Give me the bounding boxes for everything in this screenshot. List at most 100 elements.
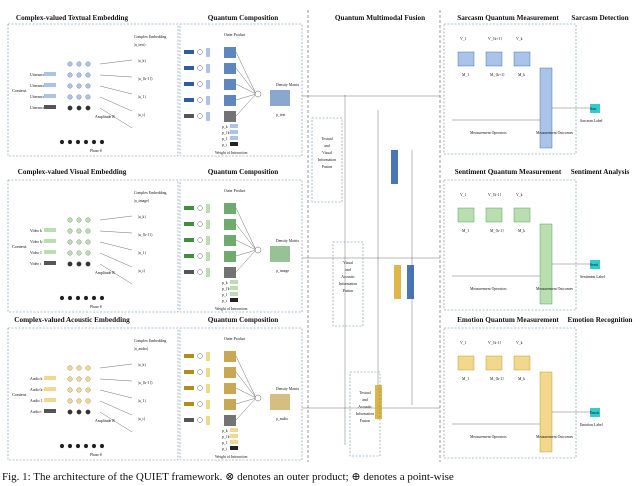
- measurement-op-label: M_{k-1}: [490, 377, 504, 381]
- amplitude-node: [67, 365, 73, 371]
- outcome-vector: [539, 223, 553, 305]
- amplitude-node: [67, 398, 73, 404]
- amplitude-node: [76, 61, 82, 67]
- state-vector: [184, 222, 194, 226]
- connector-line: [235, 93, 257, 101]
- input-label: Utterance k: [30, 73, 48, 77]
- amplitude-node: [85, 239, 91, 245]
- amplitude-label: Amplitude R: [95, 115, 115, 119]
- projector-matrix: [224, 111, 236, 122]
- phase-node: [91, 295, 97, 301]
- state-vector: [206, 204, 210, 213]
- state-vector: [184, 98, 194, 102]
- density-matrix: [270, 90, 290, 106]
- outer-product-op: [197, 253, 203, 259]
- ket-label: |u_1⟩: [138, 399, 146, 403]
- operator-label: V_{k-1}: [488, 193, 502, 197]
- connector-line: [99, 411, 133, 433]
- measurement-matrix: [513, 355, 531, 371]
- connector-line: [235, 223, 257, 251]
- input-label: Audio k-1: [30, 388, 46, 392]
- measurement-matrix: [513, 207, 531, 223]
- state-vector: [206, 48, 210, 57]
- phase-node: [59, 443, 65, 449]
- input-vector: [44, 409, 56, 413]
- phase-node: [99, 139, 105, 145]
- amplitude-node: [67, 239, 73, 245]
- measurement-panel: [443, 327, 577, 459]
- connector-line: [99, 107, 133, 129]
- input-label: Audio 1: [30, 399, 42, 403]
- projector-matrix: [224, 399, 236, 410]
- amplitude-node: [76, 261, 82, 267]
- weight-bar: [230, 124, 238, 128]
- embedding-panel: [7, 327, 179, 461]
- header-fusion: Quantum Multimodal Fusion: [335, 14, 425, 22]
- connector-line: [235, 93, 257, 117]
- weight-of-interaction-label: Weight of Interaction: [215, 455, 247, 459]
- complex-embedding-label: Complex Embedding: [134, 339, 166, 343]
- input-vector: [44, 398, 56, 402]
- measurement-op-label: M_{k+1}: [490, 73, 505, 77]
- composition-panel: [179, 23, 303, 157]
- weight-bar: [230, 434, 238, 438]
- operator-label: V_1: [460, 341, 467, 345]
- phase-node: [91, 139, 97, 145]
- rho-label: ρ_image: [276, 269, 289, 273]
- amplitude-node: [85, 72, 91, 78]
- connector-line: [99, 263, 133, 285]
- measurement-op-label: M_{k-1}: [490, 229, 504, 233]
- connector-line: [235, 355, 257, 399]
- ket-label: |u_t⟩: [138, 269, 146, 273]
- connector-line: [235, 387, 257, 399]
- state-vector: [206, 384, 210, 393]
- label-output-box: [590, 104, 600, 113]
- outer-product-op: [197, 353, 203, 359]
- connector-line: [235, 371, 257, 399]
- weight-bar: [230, 136, 238, 140]
- task-label: Sarcasm Label: [580, 119, 602, 123]
- input-label: Video t: [30, 262, 42, 266]
- outcome-vector: [539, 67, 553, 149]
- amplitude-node: [85, 387, 91, 393]
- connector-line: [99, 241, 133, 251]
- amplitude-node: [67, 217, 73, 223]
- outer-product-label: Outer Product: [224, 189, 246, 193]
- phase-label: Phase θ: [90, 305, 102, 309]
- outer-product-op: [197, 81, 203, 87]
- input-label: Utterance 1: [30, 95, 48, 99]
- measurement-op-label: M_k: [518, 73, 525, 77]
- input-vector: [44, 250, 56, 254]
- operator-label: V_k: [516, 341, 523, 345]
- fusion-box-text: and: [345, 268, 351, 272]
- state-vector: [184, 114, 194, 118]
- weight-label: p_t: [222, 299, 228, 303]
- density-matrix: [270, 246, 290, 262]
- measurement-matrix: [485, 51, 503, 67]
- ket-label: |u_1⟩: [138, 251, 146, 255]
- amplitude-node: [67, 228, 73, 234]
- state-vector: [184, 386, 194, 390]
- input-label: Audio t: [30, 410, 42, 414]
- amplitude-node: [67, 387, 73, 393]
- measurement-op-label: M_1: [462, 377, 469, 381]
- amplitude-node: [76, 228, 82, 234]
- fusion-box-text: Visual: [343, 261, 353, 265]
- connector-line: [99, 230, 133, 234]
- state-vector: [206, 368, 210, 377]
- operator-label: V_k: [516, 193, 523, 197]
- amplitude-node: [85, 261, 91, 267]
- phase-node: [91, 443, 97, 449]
- projector-matrix: [224, 219, 236, 230]
- context-label: Context: [12, 244, 27, 249]
- amplitude-node: [76, 398, 82, 404]
- measurement-matrix: [457, 355, 475, 371]
- embedding-symbol: |u_audio⟩: [134, 347, 149, 351]
- amplitude-node: [76, 376, 82, 382]
- projector-matrix: [224, 251, 236, 262]
- ket-label: |u_t⟩: [138, 417, 146, 421]
- fusion-box: [311, 117, 343, 203]
- density-matrix-label: Density Matrix: [276, 83, 299, 87]
- ket-label: |u_k⟩: [138, 363, 146, 367]
